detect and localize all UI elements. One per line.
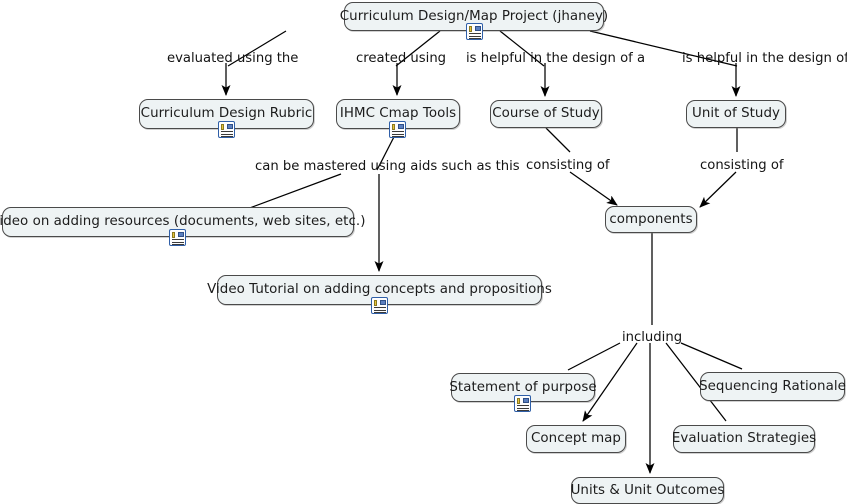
node-components[interactable]: components	[605, 206, 697, 233]
node-label: Unit of Study	[692, 106, 780, 122]
link-label-can-be-mastered-using-aids[interactable]: can be mastered using aids such as this	[255, 159, 520, 174]
node-label: Video Tutorial on adding concepts and pr…	[207, 282, 552, 298]
node-label: Sequencing Rationale	[699, 378, 846, 394]
node-label: Statement of purpose	[449, 379, 597, 395]
node-label: Concept map	[531, 431, 621, 447]
edge-consist2-to-components	[699, 171, 737, 208]
node-label: Curriculum Design Rubric	[140, 106, 313, 122]
link-label-created-using[interactable]: created using	[356, 51, 447, 66]
node-label: Video on adding resources (documents, we…	[0, 214, 366, 230]
resource-icon[interactable]	[218, 121, 235, 138]
resource-icon[interactable]	[466, 23, 483, 40]
resource-icon[interactable]	[371, 297, 388, 314]
node-sequencing-rationale[interactable]: Sequencing Rationale	[699, 372, 846, 401]
node-label: Course of Study	[492, 106, 600, 122]
edge-course-to-consist1	[545, 127, 571, 153]
node-unit-of-study[interactable]: Unit of Study	[686, 100, 786, 128]
node-evaluation-strategies[interactable]: Evaluation Strategies	[672, 425, 816, 453]
node-units-and-unit-outcomes[interactable]: Units & Unit Outcomes	[571, 477, 724, 504]
resource-icon[interactable]	[389, 121, 406, 138]
resource-icon[interactable]	[514, 395, 531, 412]
edge-consist1-to-components	[569, 171, 618, 206]
node-label: Curriculum Design/Map Project (jhaney)	[339, 8, 609, 24]
link-label-including[interactable]: including	[622, 330, 683, 345]
node-label: Units & Unit Outcomes	[570, 482, 725, 498]
node-label: Evaluation Strategies	[671, 431, 817, 447]
node-course-of-study[interactable]: Course of Study	[490, 100, 602, 128]
link-label-is-helpful-in-the-design-of-a-1[interactable]: is helpful in the design of a	[466, 51, 646, 66]
edge-including-to-sequencing	[680, 342, 743, 370]
edge-including-to-statement	[567, 342, 621, 371]
resource-icon[interactable]	[169, 229, 186, 246]
link-label-evaluated-using-the[interactable]: evaluated using the	[167, 51, 299, 66]
node-statement-of-purpose[interactable]: Statement of purpose	[449, 373, 597, 402]
node-concept-map[interactable]: Concept map	[526, 425, 626, 453]
node-label: components	[609, 211, 693, 227]
link-label-is-helpful-in-the-design-of-a-2[interactable]: is helpful in the design of a	[682, 51, 847, 66]
link-label-consisting-of-1[interactable]: consisting of	[526, 158, 610, 173]
node-label: IHMC Cmap Tools	[339, 106, 457, 122]
link-label-consisting-of-2[interactable]: consisting of	[700, 158, 784, 173]
